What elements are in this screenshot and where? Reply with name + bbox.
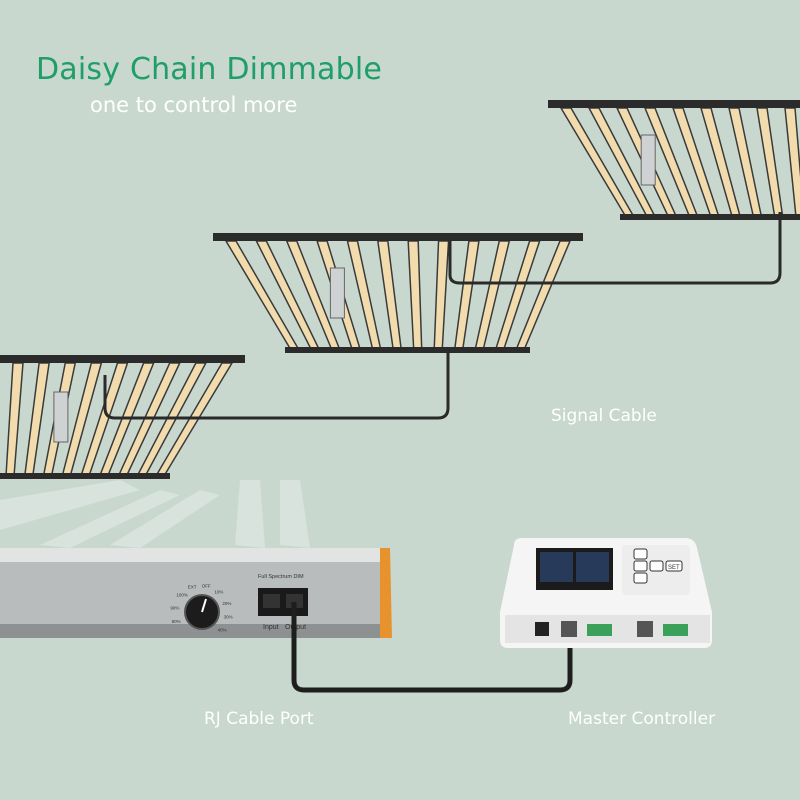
set-button[interactable] [665,560,683,572]
driver-panel-title: Full Spectrum DIM [258,574,304,580]
led-bar [784,107,800,218]
rj-cable-port-label: RJ Cable Port [204,709,314,729]
up-arrow-button[interactable] [633,548,648,560]
led-bar [5,362,24,477]
down-arrow-button[interactable] [633,572,648,584]
signal-cable [103,350,450,420]
led-bar [756,107,784,218]
dial-mark: EXT [188,585,197,590]
page-subtitle: one to control more [90,93,298,117]
light-fixture [213,233,583,353]
dial-mark: 40% [218,627,227,632]
led-bar [453,240,480,351]
dial-mark: 80% [172,619,181,624]
dial-mark: 30% [224,615,233,620]
rj-cable [291,602,573,693]
dial-mark: 10% [214,589,223,594]
dial-mark: 100% [176,593,188,598]
dial-mark: 90% [170,605,179,610]
led-bar [407,240,423,351]
signal-cable [448,212,782,285]
input-port-label: Input [263,624,279,631]
fixture-top-rail [0,355,245,363]
controller-buttons: SET [633,548,683,584]
led-bar [376,240,403,351]
set-button-label: SET [668,565,680,571]
signal-cable-label: Signal Cable [551,406,657,426]
fixture-top-rail [548,100,800,108]
fixture-bottom-rail [620,214,800,220]
fixture-driver-box [329,267,345,319]
dial-mark: 20% [222,601,231,606]
right-arrow-button[interactable] [649,560,664,572]
fixture-bottom-rail [0,473,170,479]
dial-mark: OFF [202,583,211,588]
left-arrow-button[interactable] [633,560,648,572]
fixture-bottom-rail [285,347,530,353]
fixture-top-rail [213,233,583,241]
master-controller [500,538,712,648]
light-fixtures [0,100,800,479]
led-bar [433,240,450,351]
light-fixture [548,100,800,220]
light-fixture [0,355,245,479]
fixture-driver-box [640,134,656,186]
page-title: Daisy Chain Dimmable [36,52,383,87]
led-bar [23,362,50,477]
fixture-driver-box [53,391,69,443]
master-controller-label: Master Controller [568,709,716,729]
led-driver [0,548,392,638]
background-fixture-reflection [0,480,310,548]
